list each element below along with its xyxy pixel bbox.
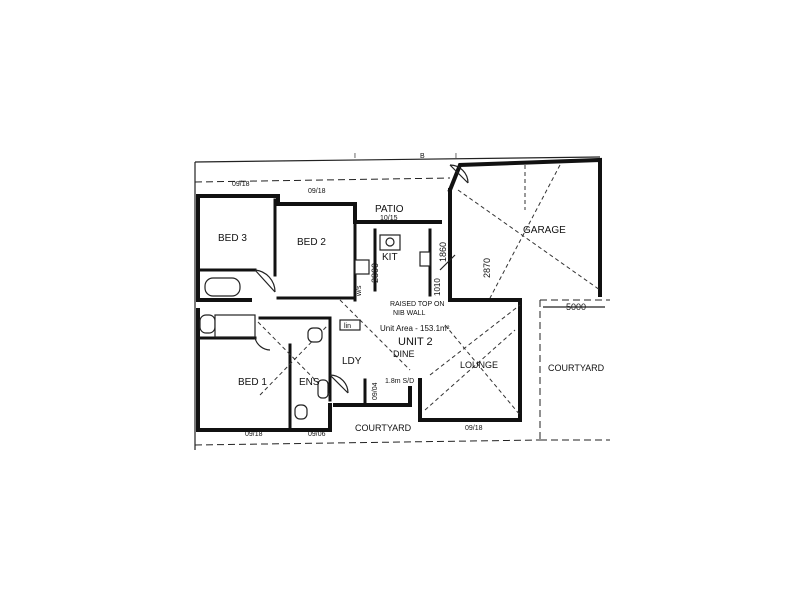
interior-walls	[196, 198, 432, 432]
window-tag-0918-b: 09/18	[308, 188, 326, 195]
garage-roof-lines	[457, 164, 601, 299]
room-label-courtyard-right: COURTYARD	[548, 363, 605, 373]
window-tag-0904: 09/04	[372, 382, 379, 400]
room-label-bed2: BED 2	[297, 237, 326, 248]
room-label-dine: DINE	[393, 349, 415, 359]
bath-fixtures	[199, 234, 431, 420]
dimension-2800: 2800	[370, 263, 380, 283]
boundary-mark-b: B	[420, 153, 425, 160]
window-tag-0906: 09/06	[308, 431, 326, 438]
nib-wall-label: NIB WALL	[393, 310, 426, 317]
doors	[254, 164, 469, 394]
dimension-1860: 1860	[438, 242, 448, 262]
dimension-1010: 1010	[433, 278, 442, 296]
dimension-2870: 2870	[482, 258, 492, 278]
room-label-lounge: LOUNGE	[460, 360, 498, 370]
boundary-mark-i1: I	[354, 153, 356, 160]
room-label-unit: UNIT 2	[398, 336, 433, 348]
room-label-courtyard-bottom: COURTYARD	[355, 423, 412, 433]
window-tag-0918-d: 09/18	[465, 425, 483, 432]
window-tag-0918-a: 09/18	[232, 181, 250, 188]
vertical-dimensions: 2800 1860 2870 1010 09/04	[370, 242, 492, 400]
window-tag-1015: 10/15	[380, 215, 398, 222]
room-label-bed1: BED 1	[238, 377, 267, 388]
lounge-roof-lines	[424, 304, 521, 416]
exterior-walls	[196, 157, 602, 432]
room-label-kit: KIT	[382, 252, 398, 263]
raised-top-label: RAISED TOP ON	[390, 301, 444, 308]
room-label-ens: ENS	[299, 377, 320, 388]
site-boundary	[194, 156, 610, 450]
room-label-bed3: BED 3	[218, 233, 247, 244]
room-label-patio: PATIO	[375, 204, 404, 215]
room-label-ldy: LDY	[342, 356, 362, 367]
unit-area-label: Unit Area - 153.1m²	[380, 324, 450, 333]
window-tag-0918-c: 09/18	[245, 431, 263, 438]
boundary-mark-i2: I	[455, 153, 457, 160]
ws-label: w/s	[356, 285, 363, 297]
room-label-garage: GARAGE	[523, 225, 566, 236]
linen-label: lin	[344, 323, 351, 330]
sliding-door-label: 1.8m S/D	[385, 378, 414, 385]
